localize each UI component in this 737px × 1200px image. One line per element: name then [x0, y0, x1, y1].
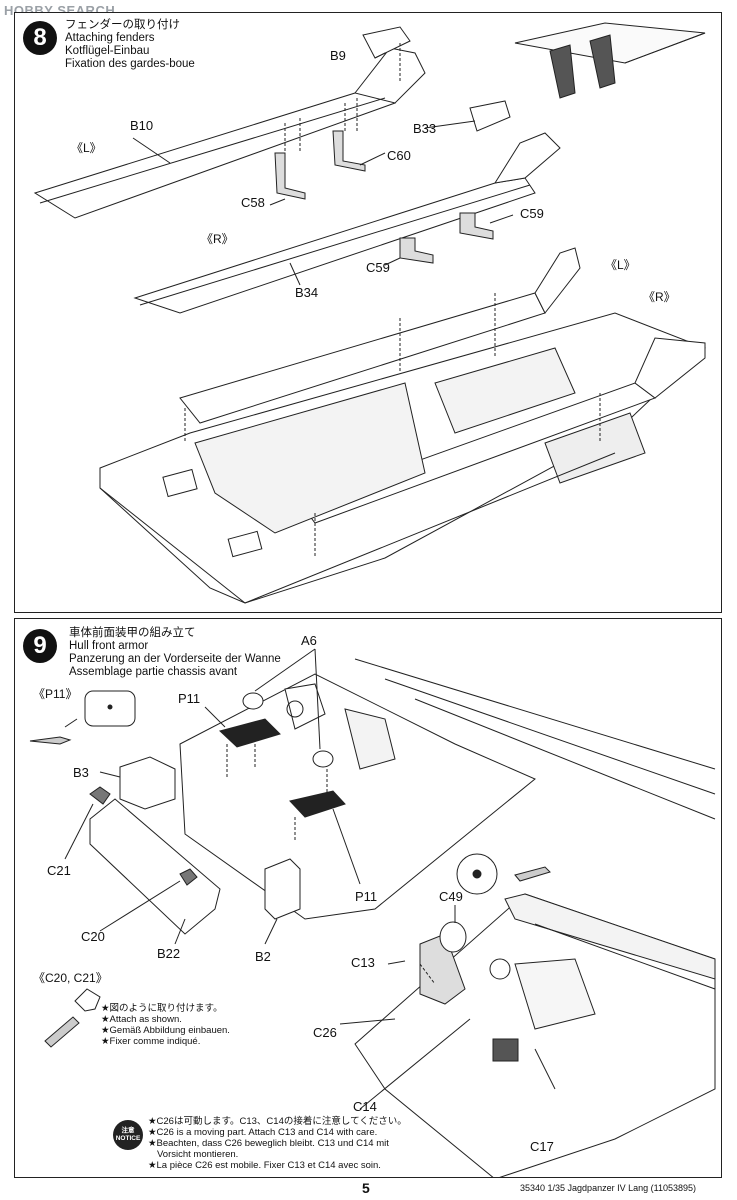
label-c59-upper: C59: [520, 206, 544, 221]
inset-c20-c21-label: 《C20, C21》: [33, 971, 108, 985]
step-9-title-fr: Assemblage partie chassis avant: [69, 666, 238, 678]
notice-line-en: ★C26 is a moving part. Attach C13 and C1…: [148, 1127, 378, 1138]
c49-tool: [514, 866, 551, 882]
label-c58: C58: [241, 195, 265, 210]
side-right-2: 《R》: [643, 290, 676, 304]
part-c49-upper-center: [472, 869, 482, 879]
step-8-title-de: Kotflügel-Einbau: [65, 45, 150, 57]
side-left-1: 《L》: [71, 141, 102, 155]
attach-note-en: ★Attach as shown.: [101, 1014, 182, 1025]
attach-note-de: ★Gemäß Abbildung einbauen.: [101, 1025, 230, 1036]
fender-b10: [33, 47, 426, 219]
attach-note-fr: ★Fixer comme indiqué.: [101, 1036, 201, 1047]
step-9-leaders: [64, 648, 556, 1110]
part-b2-shape: [264, 858, 301, 920]
label-b10: B10: [130, 118, 154, 133]
step-8-heading: フェンダーの取り付け Attaching fenders Kotflügel-E…: [65, 19, 195, 71]
step-9-title-de: Panzerung an der Vorderseite der Wanne: [69, 653, 281, 665]
label-c20: C20: [81, 929, 105, 944]
label-b9: B9: [330, 48, 346, 63]
label-c49: C49: [439, 889, 463, 904]
label-b22: B22: [157, 946, 181, 961]
p11-inset: [29, 690, 136, 745]
step-8-number: 8: [23, 21, 57, 55]
part-c21-shape: [89, 786, 111, 805]
footer-product-code: 35340 1/35 Jagdpanzer IV Lang (11053895): [520, 1183, 696, 1193]
label-c60: C60: [387, 148, 411, 163]
a6-dome-1: [242, 692, 264, 710]
step-8-panel: 8 フェンダーの取り付け Attaching fenders Kotflügel…: [14, 12, 722, 613]
step-8-leaders: [132, 52, 514, 286]
c20-c21-inset: [44, 988, 101, 1048]
notice-line-ja: ★C26は可動します。C13、C14の接着に注意してください。: [148, 1116, 407, 1127]
brackets-c58-c60: [274, 98, 366, 200]
label-c17: C17: [530, 1139, 554, 1154]
part-b33-shape: [469, 100, 511, 132]
notice-badge-ja: 注意: [121, 1127, 135, 1134]
lower-hull: [354, 893, 716, 1177]
label-b33: B33: [413, 121, 437, 136]
notice-text: ★C26は可動します。C13、C14の接着に注意してください。 ★C26 is …: [148, 1116, 407, 1171]
part-b22-shape: [89, 798, 221, 935]
attach-note-ja: ★図のように取り付けます。: [101, 1003, 223, 1014]
step-9-title-ja: 車体前面装甲の組み立て: [69, 627, 196, 639]
label-b34: B34: [295, 285, 319, 300]
label-c14: C14: [353, 1099, 377, 1114]
step-9-heading: 車体前面装甲の組み立て Hull front armor Panzerung a…: [69, 627, 281, 679]
label-c13: C13: [351, 955, 375, 970]
hull-body: [99, 247, 706, 604]
step-9-drawing: [29, 648, 716, 1177]
inset-p11-label: 《P11》: [33, 687, 78, 701]
label-a6: A6: [301, 633, 317, 648]
part-b9-shape: [362, 26, 411, 59]
step-8-title-ja: フェンダーの取り付け: [65, 19, 180, 31]
side-left-2: 《L》: [605, 258, 636, 272]
step-8-title-en: Attaching fenders: [65, 32, 155, 44]
notice-line-fr: ★La pièce C26 est mobile. Fixer C13 et C…: [148, 1160, 381, 1171]
part-c20-shape: [179, 868, 198, 886]
a6-dome-2: [312, 750, 334, 768]
label-p11-upper: P11: [178, 691, 201, 706]
label-c59-lower: C59: [366, 260, 390, 275]
p11-plates: [219, 718, 346, 818]
step-9-panel: 9 車体前面装甲の組み立て Hull front armor Panzerung…: [14, 618, 722, 1178]
label-c21: C21: [47, 863, 71, 878]
page-number: 5: [362, 1180, 370, 1196]
step-8-title-fr: Fixation des gardes-boue: [65, 58, 195, 70]
fender-b34: [133, 132, 561, 314]
attach-notes: ★図のように取り付けます。 ★Attach as shown. ★Gemäß A…: [101, 1003, 230, 1047]
step-8-guides: [184, 293, 601, 558]
label-p11-lower: P11: [355, 889, 378, 904]
step-9-title-en: Hull front armor: [69, 640, 149, 652]
label-b3: B3: [73, 765, 89, 780]
step-9-guides: [226, 744, 436, 985]
part-b3-shape: [119, 756, 176, 810]
side-right-1: 《R》: [201, 232, 234, 246]
label-b2: B2: [255, 949, 271, 964]
part-c49-shape: [439, 921, 467, 953]
notice-line-de-2: Vorsicht montieren.: [157, 1149, 239, 1160]
label-c26: C26: [313, 1025, 337, 1040]
step-9-number: 9: [23, 629, 57, 663]
fender-support-detail: [514, 22, 706, 99]
notice-badge: 注意 NOTICE: [113, 1120, 143, 1150]
notice-badge-en: NOTICE: [115, 1135, 141, 1142]
step-8-drawing: [33, 22, 706, 604]
notice-line-de-1: ★Beachten, dass C26 beweglich bleibt. C1…: [148, 1138, 389, 1149]
